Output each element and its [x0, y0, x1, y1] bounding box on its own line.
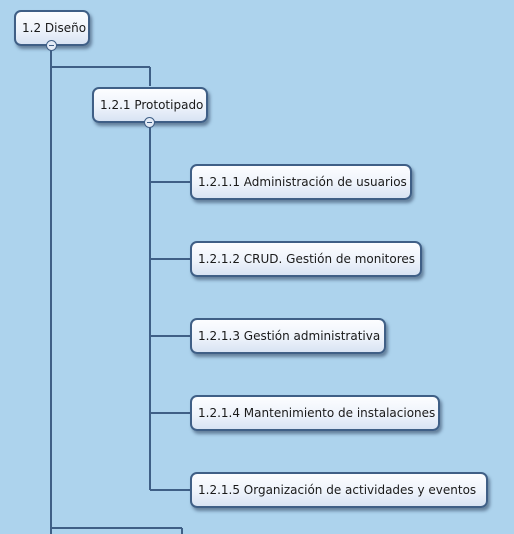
node-1-2-1-5-label: 1.2.1.5 Organización de actividades y ev…	[198, 483, 477, 497]
node-1-2-1-3-label: 1.2.1.3 Gestión administrativa	[198, 329, 381, 343]
node-1-2-1-prototipado[interactable]: 1.2.1 Prototipado	[92, 87, 208, 128]
node-1-2-diseno-label: 1.2 Diseño	[22, 21, 87, 35]
node-1-2-1-2[interactable]: 1.2.1.2 CRUD. Gestión de monitores	[190, 241, 422, 277]
node-1-2-1-prototipado-label: 1.2.1 Prototipado	[100, 98, 204, 112]
node-1-2-1-1-label: 1.2.1.1 Administración de usuarios	[198, 175, 407, 189]
collapse-toggle-icon[interactable]	[46, 40, 57, 51]
node-1-2-1-3[interactable]: 1.2.1.3 Gestión administrativa	[190, 318, 386, 354]
node-1-2-diseno[interactable]: 1.2 Diseño	[14, 10, 90, 51]
collapse-toggle-icon[interactable]	[144, 117, 155, 128]
node-1-2-1-4[interactable]: 1.2.1.4 Mantenimiento de instalaciones	[190, 395, 440, 431]
node-1-2-1-2-label: 1.2.1.2 CRUD. Gestión de monitores	[198, 252, 416, 266]
node-1-2-1-4-label: 1.2.1.4 Mantenimiento de instalaciones	[198, 406, 436, 420]
node-1-2-1-5[interactable]: 1.2.1.5 Organización de actividades y ev…	[190, 472, 488, 508]
node-1-2-1-1[interactable]: 1.2.1.1 Administración de usuarios	[190, 164, 412, 200]
